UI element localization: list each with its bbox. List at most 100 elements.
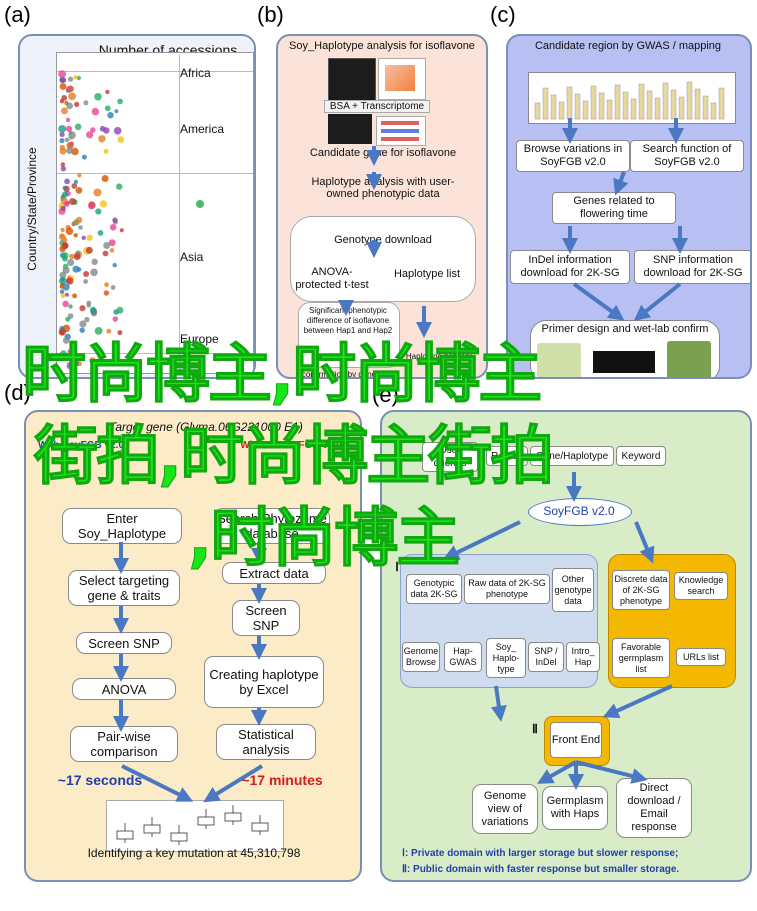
scatter-dot [97, 230, 104, 236]
panel-label-a: (a) [4, 2, 31, 27]
boxplot-box [170, 832, 188, 842]
tool-intro-hap: Intro_ Hap [566, 642, 600, 672]
scatter-dot [83, 279, 88, 284]
scatter-dot [85, 246, 93, 254]
urls-list: URLs list [676, 648, 726, 666]
boxplot-box [197, 816, 215, 826]
anova-ttest: ANOVA-protected t-test [295, 266, 369, 291]
scatter-dot [103, 242, 111, 249]
scatter-dot [94, 327, 103, 335]
step-extract-data: Extract data [222, 562, 326, 584]
scatter-dot [62, 300, 69, 308]
scatter-dot [91, 258, 98, 265]
scatter-dot [98, 135, 106, 143]
scatter-dot [59, 271, 67, 279]
gwas-bar [638, 83, 645, 120]
scatter-dot [72, 221, 77, 226]
scatter-dot [59, 138, 65, 144]
boxplot-box [116, 830, 134, 840]
flow-arrow [602, 684, 673, 718]
region-africa: Africa [180, 66, 211, 80]
step-screen-snp-left: Screen SNP [76, 632, 172, 654]
boxplot-box [224, 812, 242, 822]
haplotype-network: Haplotype network [405, 352, 473, 361]
plot-thumbnail-2 [378, 58, 426, 100]
scatter-dot [67, 76, 74, 82]
scatter-dot [78, 225, 83, 230]
region-asia: Asia [180, 250, 204, 264]
scatter-dot [73, 179, 78, 184]
time-left: ~17 seconds [57, 772, 143, 788]
gwas-bar [606, 99, 613, 120]
scatter-dot [64, 178, 70, 185]
scatter-dot [58, 328, 66, 336]
scatter-dot [104, 105, 111, 112]
plot-thumbnail-4 [376, 116, 426, 146]
scatter-dot [64, 100, 69, 106]
scatter-dot [59, 99, 65, 104]
scatter-dot [59, 131, 65, 137]
panel-a-dots [58, 70, 204, 370]
scatter-dot [62, 353, 68, 359]
panel-b-title: Soy_Haplotype analysis for isoflavone [289, 40, 475, 52]
gwas-bar [614, 84, 621, 120]
scatter-dot [71, 147, 79, 156]
scatter-dot [83, 271, 90, 277]
gwas-bar [598, 92, 605, 120]
scatter-dot [105, 89, 110, 95]
output-direct-download: Direct download / Email response [616, 778, 692, 838]
scatter-dot [117, 98, 123, 105]
boxplot-figure [106, 800, 284, 852]
scatter-dot [79, 305, 86, 312]
haplotype-analysis: Haplotype analysis with user-owned pheno… [311, 176, 455, 200]
gwas-plot [528, 72, 736, 124]
scatter-dot [58, 125, 67, 133]
scatter-dot [103, 290, 110, 296]
scatter-dot [60, 162, 66, 167]
gwas-bar [534, 102, 541, 120]
gwas-bar [702, 95, 709, 120]
query-keyword: Keyword [616, 446, 666, 466]
scatter-dot [112, 316, 119, 322]
scatter-dot [90, 127, 96, 133]
scatter-dot [102, 250, 109, 257]
scatter-dot [109, 248, 115, 253]
scatter-dot [64, 137, 70, 143]
scatter-dot [112, 263, 117, 268]
flow-arrow [203, 764, 264, 803]
scatter-dot [103, 127, 110, 134]
scatter-dot [60, 227, 65, 233]
step-screen-snp-right: Screen SNP [232, 600, 300, 636]
gwas-bar [646, 90, 653, 120]
user-queries: User queries [422, 442, 478, 472]
genotype-download: Genotype download [334, 234, 432, 246]
scatter-dot [89, 357, 96, 365]
scatter-dot [61, 107, 68, 115]
front-end: Front End [550, 722, 602, 758]
scatter-dot [77, 173, 82, 178]
gwas-bar [686, 81, 693, 120]
scatter-dot [66, 277, 74, 285]
gwas-bar [670, 89, 677, 120]
scatter-dot [68, 304, 73, 309]
scatter-dot [79, 327, 85, 333]
primer-box: Primer design and wet-lab confirm [530, 320, 720, 377]
step-creating-haplotype: Creating haplotype by Excel [204, 656, 324, 708]
scatter-dot [73, 233, 78, 238]
flow-arrow [575, 760, 648, 784]
output-germplasm: Germplasm with Haps [542, 786, 608, 830]
scatter-dot [59, 83, 67, 90]
scatter-dot [76, 75, 81, 81]
scatter-dot [90, 268, 98, 277]
scatter-dot [83, 100, 89, 106]
primer-text: Primer design and wet-lab confirm [541, 323, 709, 335]
scatter-dot [86, 234, 93, 241]
gwas-bar [542, 87, 549, 120]
flow-arrow [490, 685, 507, 722]
scatter-dot [72, 265, 80, 273]
roman-two: Ⅱ [532, 722, 538, 736]
plot-thumbnail-3 [328, 114, 372, 144]
gwas-bar [654, 97, 661, 120]
region-america: America [180, 122, 225, 136]
browse-variations: Browse variations in SoyFGB v2.0 [516, 140, 630, 172]
